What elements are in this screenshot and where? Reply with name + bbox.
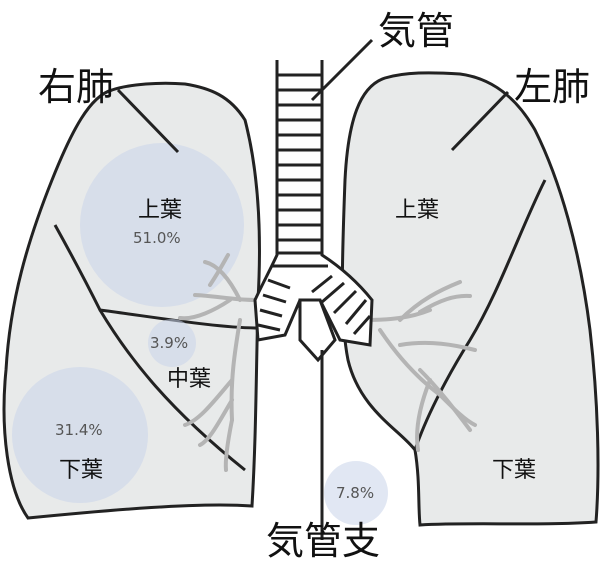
bronchi-percent: 7.8% — [336, 486, 374, 501]
right-upper-lobe-label: 上葉 — [138, 200, 182, 222]
right-middle-lobe-percent: 3.9% — [150, 336, 188, 351]
right-upper-highlight — [80, 143, 244, 307]
right-lower-lobe-percent: 31.4% — [55, 423, 103, 438]
right-upper-lobe-percent: 51.0% — [133, 231, 181, 246]
right-lower-lobe-label: 下葉 — [59, 460, 103, 482]
bronchi-label: 気管支 — [266, 522, 380, 560]
left-upper-lobe-label: 上葉 — [395, 200, 439, 222]
right-lung-label: 右肺 — [38, 68, 114, 106]
left-lung-label: 左肺 — [514, 68, 590, 106]
right-middle-lobe-label: 中葉 — [167, 369, 211, 391]
left-lower-lobe-label: 下葉 — [492, 460, 536, 482]
left-lung-outline — [342, 73, 598, 525]
trachea-label: 気管 — [378, 12, 454, 50]
